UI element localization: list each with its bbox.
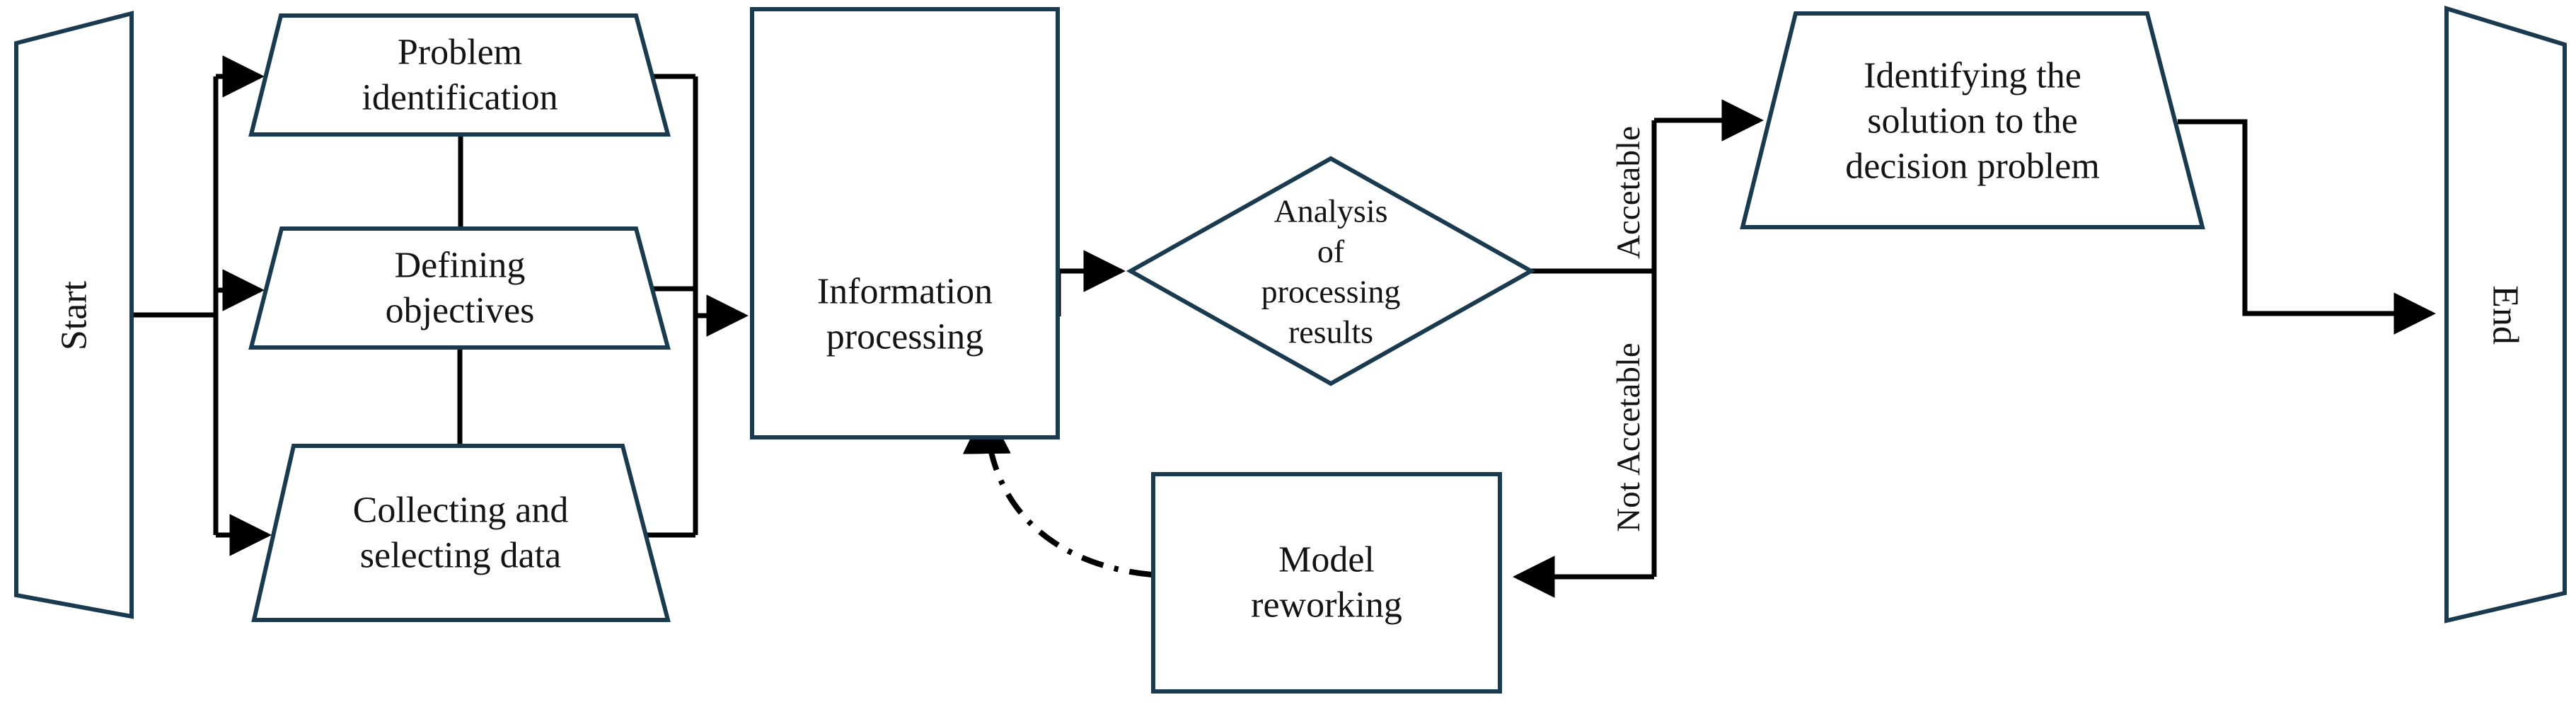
information-processing-line1: Information [817,272,993,312]
identifying-solution-line3: decision problem [1845,146,2100,187]
edge-feedback-model-to-processing [962,406,1153,577]
model-reworking-line2: reworking [1251,585,1402,626]
collecting-data-shape [251,444,671,622]
identifying-solution-line2: solution to the [1867,101,2078,142]
analysis-line4: results [1288,314,1373,350]
node-end: End [2444,5,2567,623]
problem-identification-line2: identification [362,78,558,118]
analysis-line3: processing [1261,274,1401,310]
acceptable-label: Accetable [1610,126,1647,259]
edge-labels: Accetable Not Accetable [1610,126,1647,532]
identifying-solution-line1: Identifying the [1864,56,2081,96]
model-reworking-shape [1151,472,1502,694]
node-model-reworking: Model reworking [1151,472,1502,694]
defining-objectives-line1: Defining [395,246,526,286]
collecting-data-line1: Collecting and [353,490,569,531]
node-identifying-solution: Identifying the solution to the decision… [1740,11,2205,229]
problem-identification-line1: Problem [398,33,522,73]
edge-solution-to-end [2178,119,2436,335]
node-start: Start [14,11,134,619]
defining-objectives-line2: objectives [386,291,535,331]
node-defining-objectives: Defining objectives [248,226,671,350]
start-label: Start [54,280,95,350]
node-problem-identification: Problem identification [248,13,671,137]
node-information-processing: Information processing [750,7,1060,439]
problem-identification-shape [248,13,671,137]
defining-objectives-shape [248,226,671,350]
not-acceptable-label: Not Accetable [1610,343,1647,532]
collecting-data-line2: selecting data [360,536,561,576]
end-shape [2444,5,2567,623]
information-processing-line2: processing [826,317,983,357]
end-label: End [2485,285,2526,345]
analysis-decision-shape [1126,156,1536,386]
node-analysis-decision: Analysis of processing results [1126,156,1536,386]
node-collecting-data: Collecting and selecting data [251,444,671,622]
analysis-line2: of [1317,234,1345,270]
identifying-solution-shape [1740,11,2205,229]
start-shape [14,11,134,619]
model-reworking-line1: Model [1278,540,1375,580]
information-processing-shape [750,7,1060,439]
analysis-line1: Analysis [1274,193,1388,229]
